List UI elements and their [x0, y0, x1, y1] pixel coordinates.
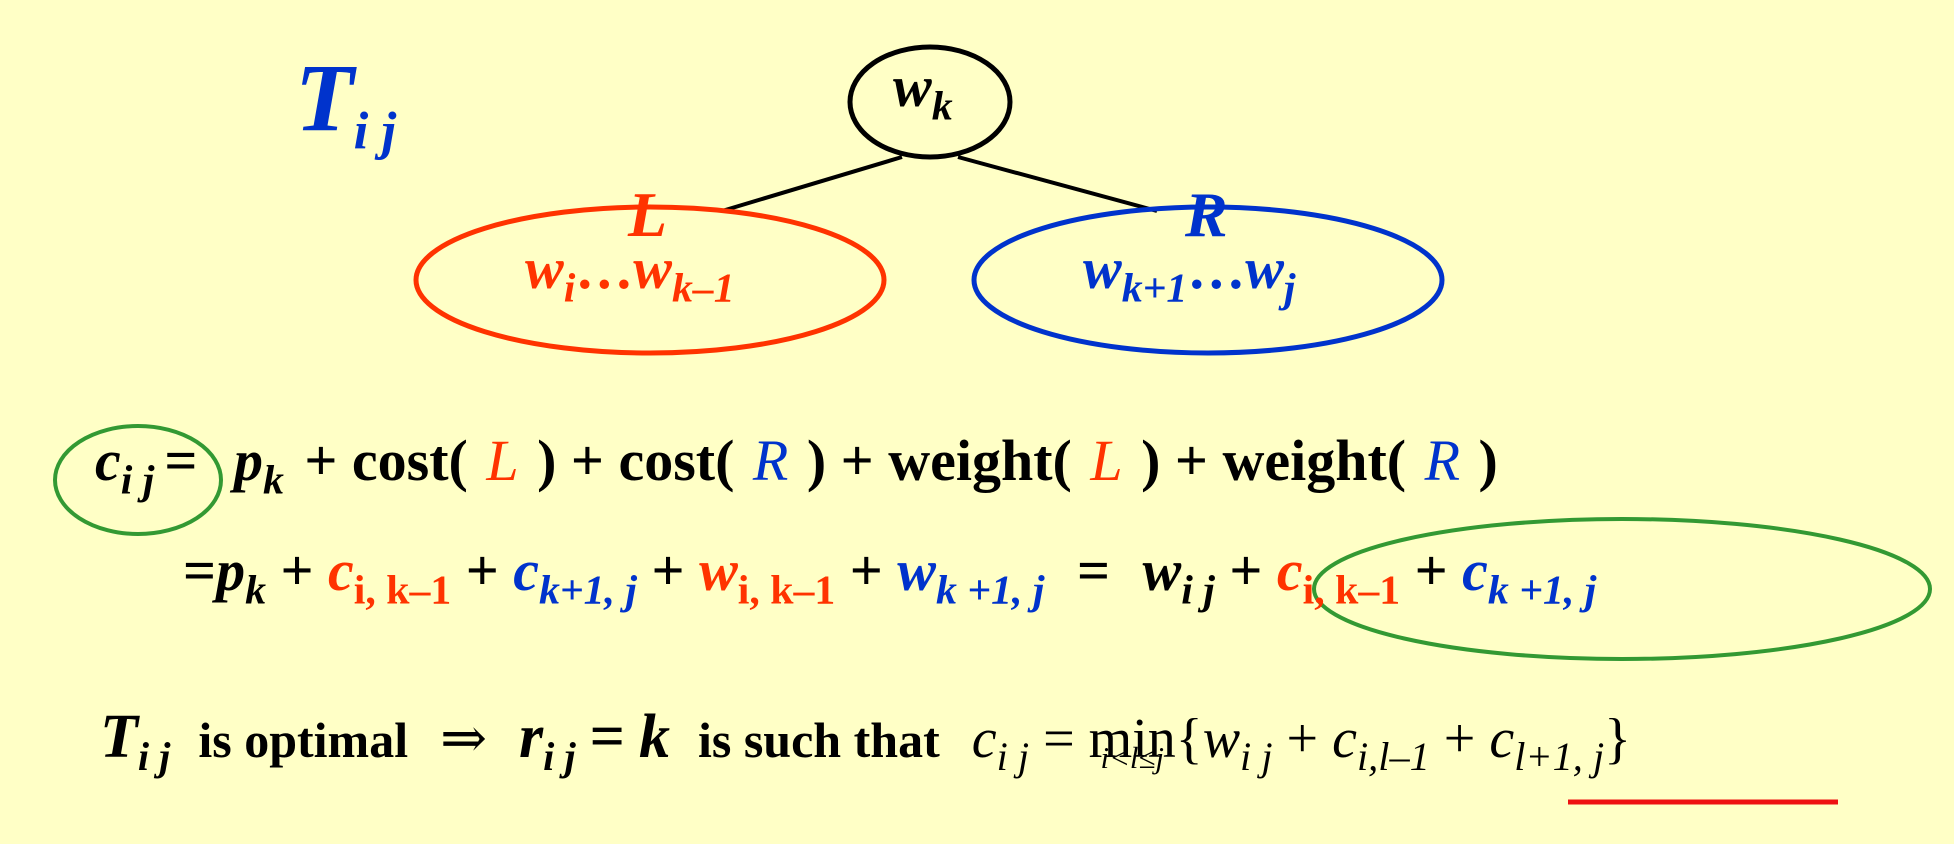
left-node-label: wi…wk–1: [525, 236, 735, 312]
root-label: wk: [893, 54, 953, 130]
equation-line-1: ci j= pk + cost( L ) + cost( R ) + weigh…: [95, 428, 1498, 504]
right-subtree-node: [971, 204, 1445, 356]
equation-line-3: Ti j is optimal ⇒ ri j = k is such that …: [100, 703, 1632, 779]
equation-line-2: =pk + ci, k–1 + ck+1, j + wi, k–1 + wk +…: [183, 538, 1597, 614]
result-highlight-ellipse: [1312, 517, 1932, 661]
cij-highlight-circle: [53, 424, 223, 536]
tree-title: Ti j: [295, 44, 397, 161]
right-node-label: wk+1…wj: [1083, 236, 1296, 312]
left-edge: [721, 155, 903, 213]
right-edge: [957, 155, 1158, 213]
right-label: R: [1185, 179, 1228, 250]
left-subtree-node: [413, 204, 887, 356]
root-node: [847, 44, 1013, 160]
left-label: L: [628, 179, 668, 250]
